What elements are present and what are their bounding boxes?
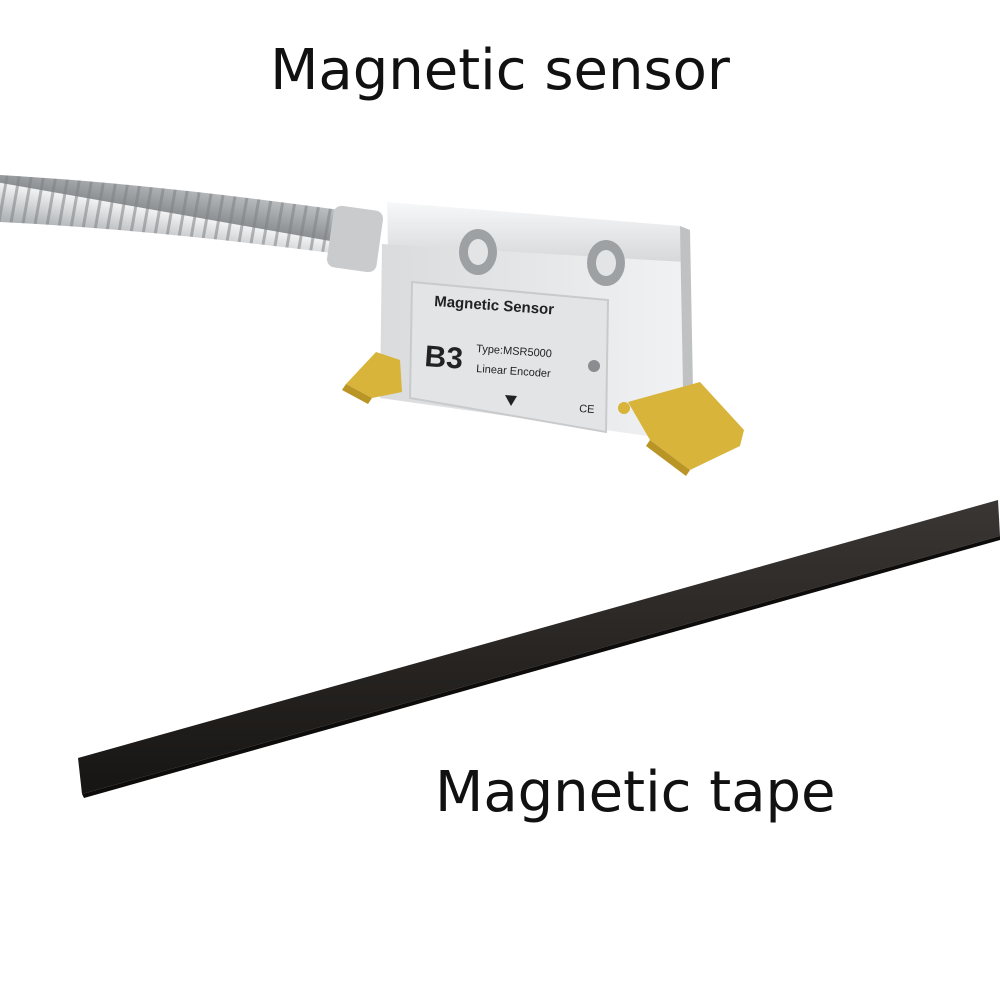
sensor-label-type: Type:MSR5000 (476, 343, 552, 360)
sensor-label-model: Linear Encoder (476, 363, 552, 380)
left-clip (342, 352, 402, 404)
tape-caption: Magnetic tape (435, 760, 836, 825)
magnetic-tape (78, 500, 1000, 798)
direction-arrow-icon (505, 395, 517, 406)
armored-cable (0, 175, 384, 273)
ce-mark: CE (579, 403, 595, 416)
right-clip (618, 382, 744, 476)
sensor-caption: Magnetic sensor (270, 38, 730, 103)
sensor-label-plate: Magnetic Sensor B3 Type:MSR5000 Linear E… (408, 280, 610, 434)
status-led (588, 360, 600, 372)
brand-logo: B3 (424, 340, 465, 376)
